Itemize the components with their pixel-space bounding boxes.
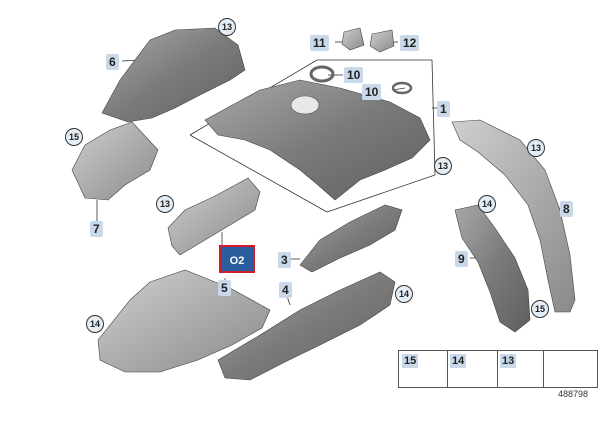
callout-12: 12	[400, 35, 420, 51]
legend-cell-14: 14	[447, 351, 498, 387]
circle-callout-15-left: 15	[65, 128, 83, 146]
callout-6: 6	[106, 54, 119, 70]
circle-callout-14-mid: 14	[395, 285, 413, 303]
callout-10-lower: 10	[362, 84, 382, 100]
callout-10: 10	[344, 67, 364, 83]
part-10-seal	[309, 65, 335, 83]
legend-label-13: 13	[500, 354, 517, 368]
callout-1: 1	[437, 101, 450, 117]
part-9-bracket	[454, 204, 531, 333]
part-6-heat-shield	[101, 27, 246, 123]
circle-callout-13-top: 13	[218, 18, 236, 36]
part-3-bracket	[299, 204, 403, 273]
legend-cell-15: 15	[399, 351, 448, 387]
circle-callout-13-left: 13	[156, 195, 174, 213]
circle-callout-15-right: 15	[531, 300, 549, 318]
callout-3: 3	[278, 252, 291, 268]
part-10-seal-small	[391, 81, 413, 95]
legend-cell-13: 13	[497, 351, 544, 387]
part-7-bracket	[71, 121, 159, 201]
fastener-legend: 15 14 13	[398, 350, 598, 388]
circle-callout-14-right: 14	[478, 195, 496, 213]
legend-label-15: 15	[402, 354, 419, 368]
callout-9: 9	[455, 251, 468, 267]
document-number: 488798	[558, 389, 589, 399]
part-2-shield	[167, 177, 261, 256]
part-11-grommet	[341, 27, 365, 51]
callout-4: 4	[279, 282, 292, 298]
part-4-heat-shield	[217, 271, 396, 381]
part-12-grommet	[369, 29, 395, 53]
callout-7: 7	[90, 221, 103, 237]
circle-callout-14-left: 14	[86, 315, 104, 333]
callout-8: 8	[560, 201, 573, 217]
circle-callout-13-right: 13	[434, 157, 452, 175]
callout-5: 5	[218, 280, 231, 296]
callout-2-highlight[interactable]: O2	[219, 245, 255, 273]
circle-callout-13-far-right: 13	[527, 139, 545, 157]
part-1-engine-cover	[204, 79, 431, 201]
callout-11: 11	[310, 35, 329, 51]
legend-label-14: 14	[450, 354, 467, 368]
